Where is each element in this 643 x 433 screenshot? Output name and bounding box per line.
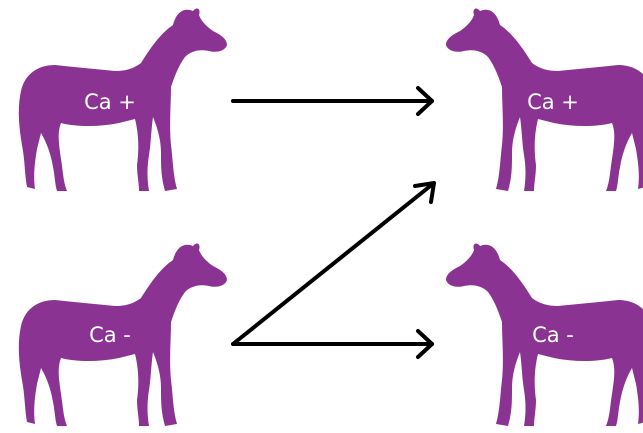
horse-bottom-left: Ca - bbox=[18, 243, 228, 426]
arrow-bottom-left-to-bottom-right bbox=[231, 329, 434, 359]
horse-top-left: Ca + bbox=[18, 8, 228, 192]
horse-label: Ca + bbox=[84, 90, 136, 114]
horse-label-top-right: Ca + bbox=[527, 90, 579, 114]
arrow-bottom-left-to-top-right bbox=[231, 181, 436, 346]
horse-label-bottom-right: Ca - bbox=[532, 323, 574, 347]
horse-label: Ca - bbox=[89, 323, 131, 347]
arrow-top-left-to-top-right bbox=[231, 86, 434, 116]
arrows bbox=[231, 86, 436, 359]
